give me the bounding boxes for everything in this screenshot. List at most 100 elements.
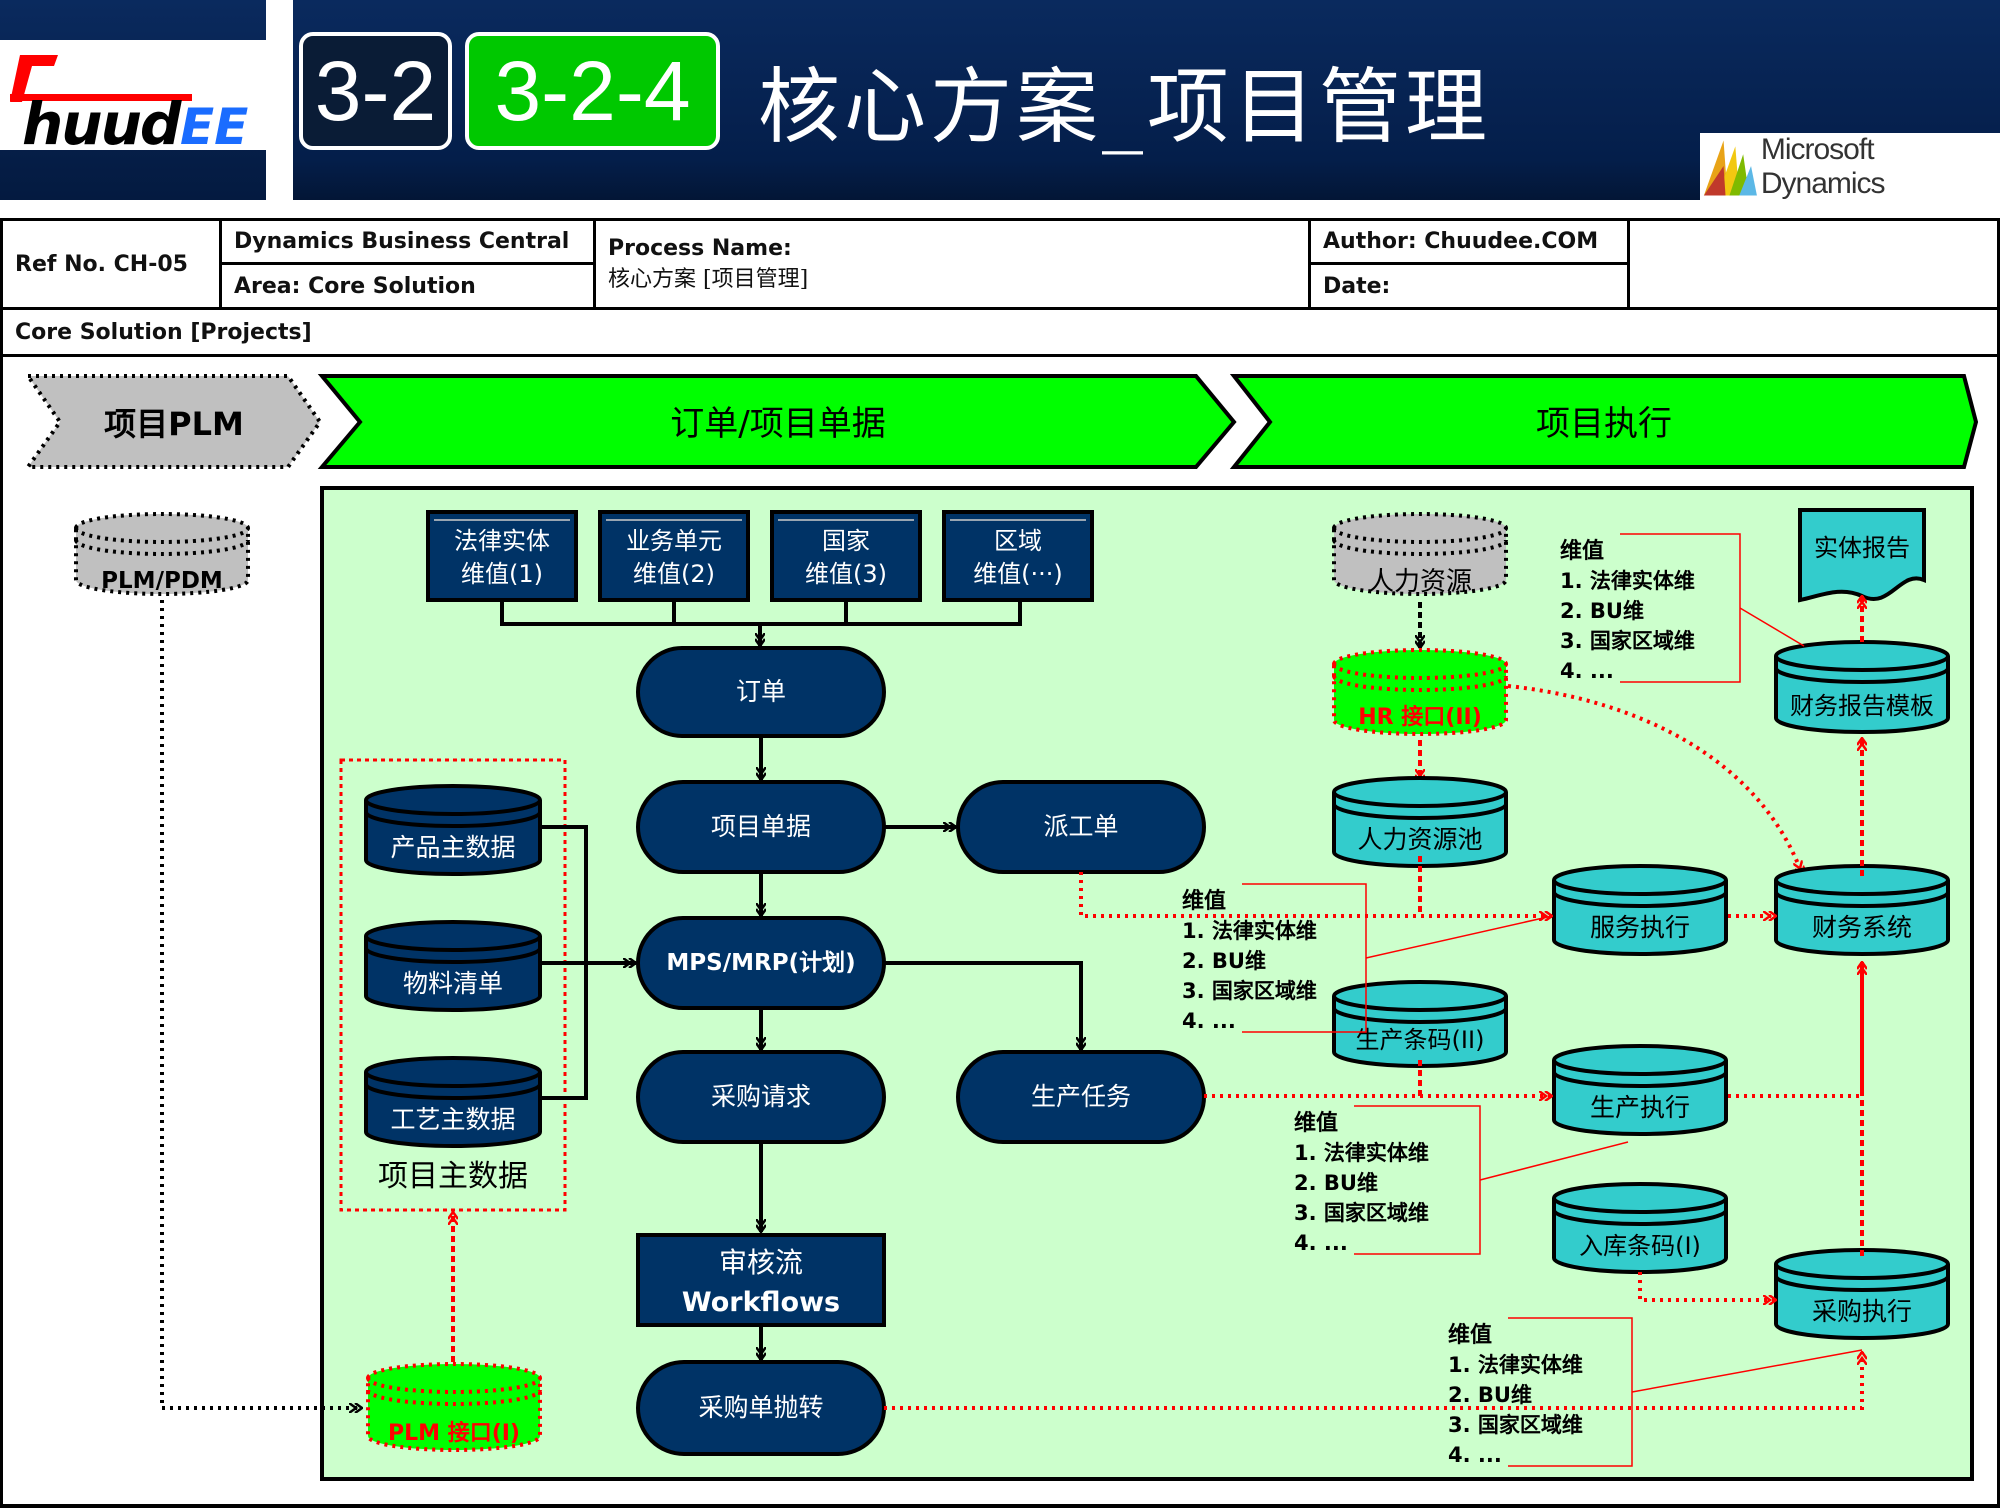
receipt-barcode-cylinder: 入库条码(I)	[1552, 1182, 1728, 1274]
svg-text:业务单元: 业务单元	[626, 527, 722, 555]
svg-text:区域: 区域	[994, 527, 1042, 555]
microsoft-dynamics-logo: Microsoft Dynamics	[1700, 133, 2000, 200]
plm-pdm-label: PLM/PDM	[101, 568, 223, 594]
svg-text:4. ...: 4. ...	[1294, 1231, 1348, 1255]
svg-text:3. 国家区域维: 3. 国家区域维	[1560, 629, 1695, 653]
dimension-note: 维值 1. 法律实体维 2. BU维 3. 国家区域维 4. ...	[1294, 1105, 1629, 1255]
svg-text:维值: 维值	[1560, 538, 1604, 564]
svg-text:人力资源池: 人力资源池	[1357, 825, 1482, 854]
svg-text:2. BU维: 2. BU维	[1294, 1171, 1378, 1195]
svg-text:服务执行: 服务执行	[1590, 913, 1690, 942]
svg-text:项目单据: 项目单据	[711, 812, 811, 841]
phase-label: 订单/项目单据	[670, 404, 885, 444]
subsection-badge: 3-2-4	[465, 32, 720, 150]
svg-text:实体报告: 实体报告	[1814, 534, 1910, 562]
node-production-task: 生产任务	[956, 1050, 1206, 1144]
process-name-label: Process Name:	[608, 235, 792, 261]
svg-text:维值(1): 维值(1)	[461, 560, 543, 588]
svg-text:国家: 国家	[822, 527, 870, 555]
svg-text:产品主数据: 产品主数据	[390, 833, 515, 862]
svg-text:财务系统: 财务系统	[1812, 913, 1912, 942]
phase-plm: 项目PLM	[24, 374, 323, 469]
svg-text:人力资源: 人力资源	[1368, 567, 1472, 597]
node-project-doc: 项目单据	[636, 780, 886, 874]
dynamics-logo-icon	[1703, 140, 1757, 195]
svg-text:采购执行: 采购执行	[1812, 1297, 1912, 1326]
svg-text:财务报告模板: 财务报告模板	[1790, 692, 1934, 720]
phase-label: 项目PLM	[104, 405, 244, 443]
company-logo: huud EE	[0, 40, 266, 158]
svg-text:4. ...: 4. ...	[1448, 1443, 1502, 1467]
master-data-item: 工艺主数据	[364, 1056, 542, 1148]
svg-text:2. BU维: 2. BU维	[1560, 599, 1644, 623]
svg-text:1. 法律实体维: 1. 法律实体维	[1560, 569, 1695, 593]
purchase-exec-cylinder: 采购执行	[1774, 1248, 1950, 1340]
hr-pool-cylinder: 人力资源池	[1332, 776, 1508, 868]
service-exec-cylinder: 服务执行	[1552, 864, 1728, 956]
svg-text:订单: 订单	[736, 677, 786, 706]
svg-text:派工单: 派工单	[1043, 812, 1118, 841]
svg-text:入库条码(I): 入库条码(I)	[1579, 1232, 1701, 1260]
hr-source-database: 人力资源	[1332, 512, 1508, 597]
section-title: Core Solution [Projects]	[0, 307, 2000, 357]
finance-template-cylinder: 财务报告模板	[1774, 640, 1950, 734]
svg-text:3. 国家区域维: 3. 国家区域维	[1294, 1201, 1429, 1225]
svg-text:1. 法律实体维: 1. 法律实体维	[1294, 1141, 1429, 1165]
node-dispatch: 派工单	[956, 780, 1206, 874]
svg-text:生产条码(II): 生产条码(II)	[1356, 1026, 1485, 1054]
svg-text:3. 国家区域维: 3. 国家区域维	[1182, 979, 1317, 1003]
svg-text:2. BU维: 2. BU维	[1182, 949, 1266, 973]
phase-order-docs: 订单/项目单据	[317, 374, 1237, 469]
vendor-logo-text: Microsoft Dynamics	[1760, 132, 1886, 200]
svg-text:生产任务: 生产任务	[1031, 1082, 1131, 1111]
svg-text:EE: EE	[180, 98, 248, 150]
master-data-item: 产品主数据	[364, 784, 542, 876]
svg-text:PLM 接口(I): PLM 接口(I)	[388, 1421, 520, 1446]
node-purchase-request: 采购请求	[636, 1050, 886, 1144]
solution-panel	[320, 486, 1974, 1481]
finance-system-cylinder: 财务系统	[1774, 864, 1950, 956]
production-barcode-cylinder: 生产条码(II)	[1332, 980, 1508, 1068]
master-data-item: 物料清单	[364, 920, 542, 1012]
svg-text:维值: 维值	[1294, 1110, 1338, 1136]
hr-interface: HR 接口(II)	[1332, 648, 1508, 736]
svg-text:维值: 维值	[1182, 888, 1226, 914]
svg-text:维值: 维值	[1448, 1322, 1492, 1348]
master-data-group	[339, 758, 567, 1212]
svg-text:1. 法律实体维: 1. 法律实体维	[1448, 1353, 1583, 1377]
node-order: 订单	[636, 646, 886, 738]
chuudee-logo-icon: huud EE	[10, 55, 248, 158]
svg-text:维值(3): 维值(3)	[805, 560, 887, 588]
svg-text:3. 国家区域维: 3. 国家区域维	[1448, 1413, 1583, 1437]
svg-text:生产执行: 生产执行	[1590, 1093, 1690, 1122]
phase-label: 项目执行	[1536, 404, 1672, 444]
svg-text:维值(···): 维值(···)	[973, 560, 1063, 588]
plm-interface: PLM 接口(I)	[366, 1362, 542, 1452]
svg-text:物料清单: 物料清单	[403, 969, 503, 998]
node-workflow: 审核流	[636, 1233, 886, 1327]
svg-text:采购单抛转: 采购单抛转	[698, 1393, 823, 1422]
svg-text:MPS/MRP(计划): MPS/MRP(计划)	[666, 950, 855, 976]
svg-text:huud: huud	[22, 90, 182, 150]
svg-text:采购请求: 采购请求	[711, 1082, 811, 1111]
svg-text:1. 法律实体维: 1. 法律实体维	[1182, 919, 1317, 943]
section-badge: 3-2	[299, 32, 452, 150]
workflow-en-label: Workflows	[682, 1287, 840, 1318]
svg-text:HR 接口(II): HR 接口(II)	[1358, 705, 1482, 730]
svg-text:工艺主数据: 工艺主数据	[390, 1105, 515, 1134]
ref-no: Ref No. CH-05	[0, 218, 222, 310]
svg-text:2. BU维: 2. BU维	[1448, 1383, 1532, 1407]
svg-text:法律实体: 法律实体	[454, 527, 550, 555]
master-data-group-label: 项目主数据	[378, 1159, 528, 1194]
plm-feed-connector	[160, 600, 362, 1408]
svg-text:维值(2): 维值(2)	[633, 560, 715, 588]
phase-execution: 项目执行	[1229, 374, 1979, 469]
node-mps-mrp: MPS/MRP(计划)	[636, 916, 886, 1010]
